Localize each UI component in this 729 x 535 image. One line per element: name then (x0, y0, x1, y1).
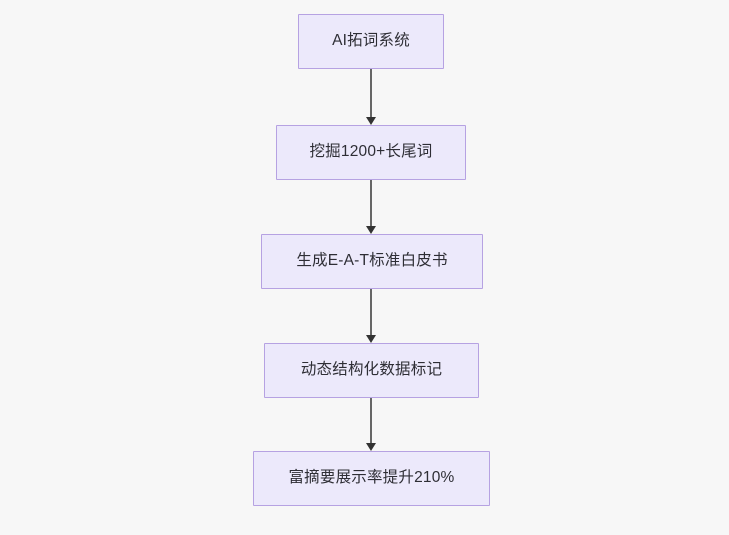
edge-arrow-icon (366, 69, 376, 125)
flow-edge (363, 289, 379, 343)
flow-node-n5[interactable]: 富摘要展示率提升210% (253, 451, 490, 506)
flow-node-label: 挖掘1200+长尾词 (309, 143, 433, 161)
edge-arrow-icon (366, 180, 376, 234)
flow-node-label: 富摘要展示率提升210% (288, 469, 455, 487)
flow-node-n3[interactable]: 生成E-A-T标准白皮书 (261, 234, 483, 289)
flow-node-n4[interactable]: 动态结构化数据标记 (264, 343, 479, 398)
flow-node-n2[interactable]: 挖掘1200+长尾词 (276, 125, 466, 180)
flow-node-label: 生成E-A-T标准白皮书 (296, 252, 448, 270)
flow-edge (363, 398, 379, 451)
edge-arrow-icon (366, 398, 376, 451)
flow-edge (363, 69, 379, 125)
flow-node-n1[interactable]: AI拓词系统 (298, 14, 444, 69)
flow-edge (363, 180, 379, 234)
flow-node-label: 动态结构化数据标记 (300, 361, 443, 379)
flow-node-label: AI拓词系统 (332, 32, 410, 50)
edge-arrow-icon (366, 289, 376, 343)
